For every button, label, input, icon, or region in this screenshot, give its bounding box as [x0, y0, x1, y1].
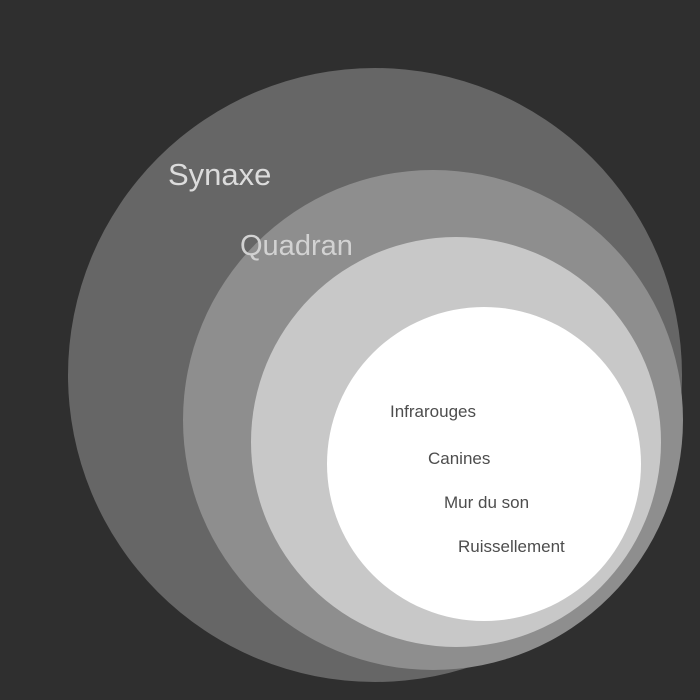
core-item-mur-du-son: Mur du son: [444, 493, 529, 512]
core-item-infrarouges: Infrarouges: [390, 402, 476, 421]
ring-label-synaxe: Synaxe: [168, 157, 271, 192]
core-item-canines: Canines: [428, 449, 490, 468]
core-item-ruissellement: Ruissellement: [458, 537, 565, 556]
circle-core[interactable]: [327, 307, 641, 621]
ring-label-quadran: Quadran: [240, 230, 353, 262]
